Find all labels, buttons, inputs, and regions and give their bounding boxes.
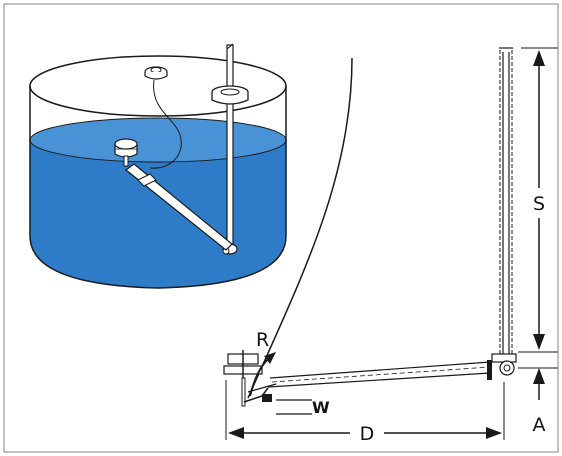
tech-float-arm	[267, 361, 491, 388]
tank-illustration	[29, 43, 287, 289]
float-arm	[125, 163, 233, 251]
dimension-d	[225, 380, 505, 440]
tech-vertical-rod	[499, 47, 513, 356]
label-w: W	[312, 398, 330, 417]
mounting-flange	[211, 85, 249, 105]
width-w	[276, 399, 312, 415]
tech-float	[223, 350, 272, 407]
water-surface	[29, 117, 287, 163]
tech-pivot	[487, 353, 517, 380]
label-a: A	[533, 414, 546, 436]
float	[114, 138, 138, 167]
dimension-s	[518, 47, 558, 353]
vertical-rod	[226, 44, 234, 246]
label-d: D	[360, 423, 375, 445]
curve-divider	[247, 57, 353, 399]
cable-gland	[144, 66, 168, 80]
label-s: S	[533, 193, 545, 215]
radius-r	[247, 352, 277, 397]
water-body	[29, 139, 287, 289]
sensor-wire	[149, 79, 182, 169]
label-r: R	[256, 329, 269, 351]
dimension-a	[518, 367, 558, 400]
tank-rim	[29, 55, 287, 117]
